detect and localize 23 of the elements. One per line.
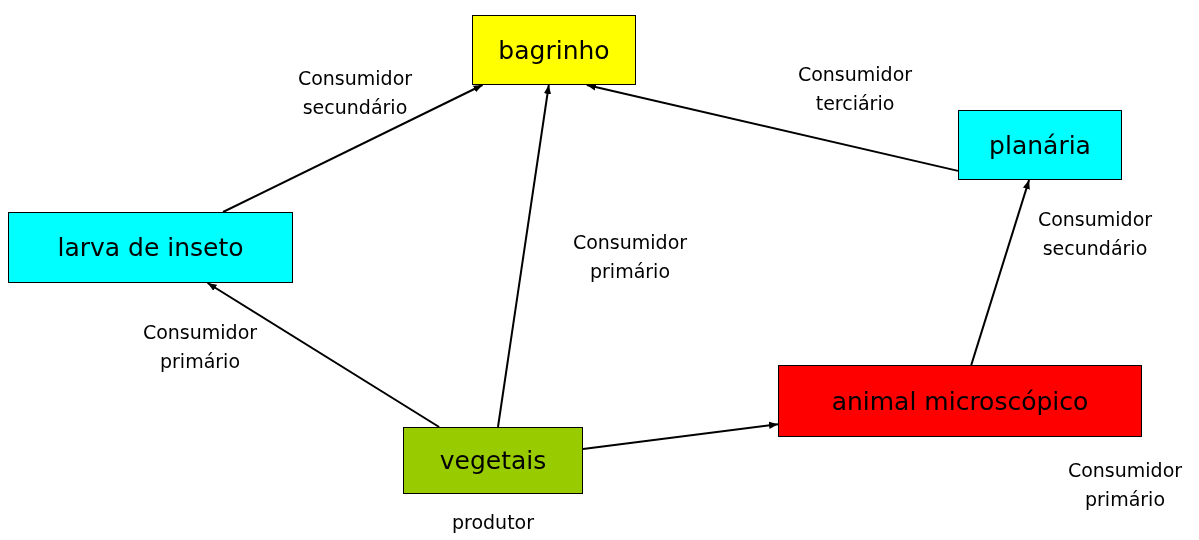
species-box (472, 15, 636, 85)
species-name: larva de inseto (57, 233, 244, 262)
species-name: vegetais (439, 446, 547, 475)
arrow (585, 83, 959, 172)
arrow (497, 84, 552, 428)
trophic-level-label: produtor (450, 510, 536, 535)
species-box (778, 365, 1142, 437)
species-name: bagrinho (498, 35, 610, 65)
trophic-level-label: Consumidor primário (1066, 458, 1184, 513)
trophic-level-label: Consumidor secundário (296, 66, 414, 121)
trophic-level-label: Consumidor primário (571, 230, 689, 285)
arrow (206, 282, 441, 428)
species-box (8, 212, 293, 283)
species-box (958, 110, 1122, 180)
trophic-level-label: Consumidor terciário (796, 62, 914, 117)
arrow (970, 179, 1031, 366)
trophic-level-label: Consumidor primário (141, 320, 259, 375)
species-box (403, 427, 583, 494)
arrow (582, 421, 779, 451)
species-name: animal microscópico (831, 386, 1089, 416)
trophic-level-label: Consumidor secundário (1036, 207, 1154, 262)
arrow (222, 84, 484, 213)
species-name: planária (989, 130, 1091, 160)
